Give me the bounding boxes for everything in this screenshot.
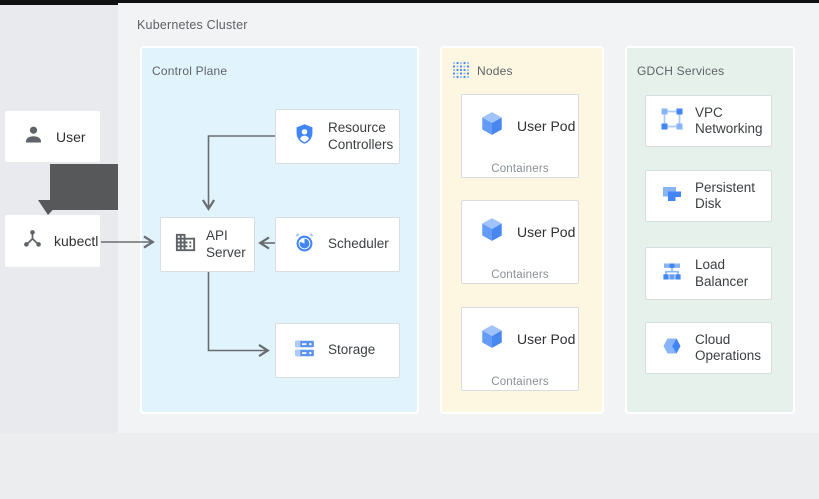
storage-label: Storage: [328, 342, 376, 358]
user-label: User: [56, 128, 86, 145]
user-pod-label: User Pod: [517, 224, 576, 240]
containers-label: Containers: [491, 163, 549, 175]
user-box: User: [5, 111, 100, 162]
vpc-networking-icon: [660, 107, 684, 136]
api-server-label: API Server: [206, 228, 246, 260]
vpc-networking-card: VPC Networking: [645, 95, 772, 147]
top-edge-bar: [0, 0, 819, 3]
load-balancer-icon: [660, 259, 684, 288]
kubectl-label: kubectl: [54, 233, 99, 249]
service-label: VPC Networking: [695, 104, 763, 136]
containers-label: Containers: [491, 376, 549, 388]
resource-controllers-card: Resource Controllers: [275, 109, 400, 164]
nodes-label: Nodes: [477, 64, 513, 78]
resource-controllers-label: Resource Controllers: [328, 120, 394, 152]
user-pod-card: User Pod Containers: [461, 307, 579, 391]
service-label: Load Balancer: [695, 257, 749, 289]
shield-person-icon: [292, 122, 317, 152]
storage-card: Storage: [275, 323, 400, 378]
user-pod-label: User Pod: [517, 331, 576, 347]
user-pod-label: User Pod: [517, 118, 576, 134]
load-balancer-card: Load Balancer: [645, 247, 772, 300]
persistent-disk-card: Persistent Disk: [645, 170, 772, 222]
persistent-disk-icon: [660, 182, 684, 211]
api-server-card: API Server: [160, 217, 255, 272]
service-label: Cloud Operations: [695, 331, 762, 363]
kubernetes-cluster-title: Kubernetes Cluster: [137, 18, 248, 32]
storage-stack-icon: [292, 336, 317, 366]
cloud-operations-icon: [660, 334, 684, 363]
pod-cube-icon: [479, 110, 505, 142]
pod-cube-icon: [479, 216, 505, 248]
nodes-grid-icon: [452, 61, 470, 83]
top-left-edge-bar: [0, 0, 118, 5]
kubectl-icon: [23, 229, 42, 253]
gdch-services-label: GDCH Services: [637, 64, 725, 78]
user-pod-card: User Pod Containers: [461, 200, 579, 284]
scheduler-label: Scheduler: [328, 236, 389, 252]
pod-cube-icon: [479, 323, 505, 355]
service-label: Persistent Disk: [695, 179, 756, 211]
kubectl-box: kubectl: [5, 215, 100, 267]
alarm-clock-icon: [292, 230, 317, 260]
scheduler-card: Scheduler: [275, 217, 400, 272]
user-icon: [23, 124, 44, 150]
user-pod-card: User Pod Containers: [461, 94, 579, 178]
cloud-operations-card: Cloud Operations: [645, 322, 772, 374]
control-plane-label: Control Plane: [152, 64, 228, 78]
building-icon: [174, 231, 197, 259]
containers-label: Containers: [491, 269, 549, 281]
